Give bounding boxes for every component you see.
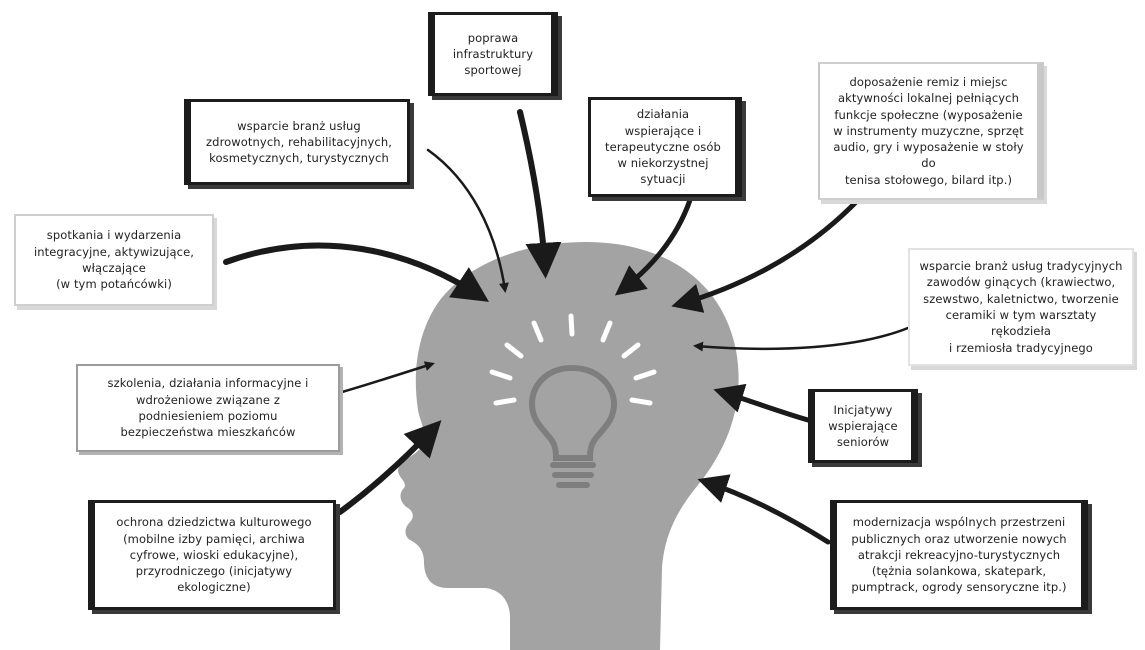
lightbulb-icon bbox=[528, 364, 618, 488]
box-seniors-text: Inicjatywy wspierające seniorów bbox=[828, 402, 898, 450]
box-traditional-crafts: wsparcie branż usług tradycyjnych zawodó… bbox=[908, 248, 1134, 366]
arrow-public-spaces bbox=[697, 474, 831, 545]
box-safety-training: szkolenia, działania informacyjne i wdro… bbox=[76, 364, 340, 452]
arrow-infrastructure bbox=[517, 109, 562, 279]
box-infrastructure-text: poprawa infrastruktury sportowej bbox=[452, 30, 534, 78]
box-infrastructure: poprawa infrastruktury sportowej bbox=[428, 12, 558, 96]
box-traditional-crafts-text: wsparcie branż usług tradycyjnych zawodó… bbox=[919, 259, 1123, 355]
arrow-therapy bbox=[614, 197, 693, 296]
arrow-equipment bbox=[671, 197, 861, 313]
arrow-integration bbox=[223, 242, 490, 302]
arrow-seniors bbox=[713, 383, 811, 423]
box-heritage: ochrona dziedzictwa kulturowego (mobilne… bbox=[88, 500, 336, 610]
arrow-heritage bbox=[337, 420, 442, 515]
box-safety-training-text: szkolenia, działania informacyjne i wdro… bbox=[107, 376, 309, 440]
box-health-services: wsparcie branż usług zdrowotnych, rehabi… bbox=[184, 99, 410, 185]
head-silhouette bbox=[398, 242, 739, 650]
box-integration-events-text: spotkania i wydarzenia integracyjne, akt… bbox=[33, 228, 195, 292]
arrow-safety bbox=[340, 361, 435, 394]
light-rays bbox=[489, 313, 657, 406]
box-heritage-text: ochrona dziedzictwa kulturowego (mobilne… bbox=[116, 515, 312, 595]
box-equipment-text: doposażenie remiz i miejsc aktywności lo… bbox=[833, 74, 1024, 187]
box-therapy: działania wspierające i terapeutyczne os… bbox=[588, 97, 742, 197]
box-equipment: doposażenie remiz i miejsc aktywności lo… bbox=[818, 62, 1044, 200]
arrow-traditional-crafts bbox=[693, 323, 917, 352]
box-therapy-text: działania wspierające i terapeutyczne os… bbox=[605, 107, 721, 187]
box-integration-events: spotkania i wydarzenia integracyjne, akt… bbox=[14, 214, 214, 306]
box-public-spaces: modernizacja wspólnych przestrzeni publi… bbox=[830, 500, 1088, 610]
arrow-health-services bbox=[426, 148, 509, 293]
box-health-services-text: wsparcie branż usług zdrowotnych, rehabi… bbox=[206, 118, 392, 166]
box-public-spaces-text: modernizacja wspólnych przestrzeni publi… bbox=[851, 515, 1067, 595]
box-seniors: Inicjatywy wspierające seniorów bbox=[808, 389, 918, 463]
